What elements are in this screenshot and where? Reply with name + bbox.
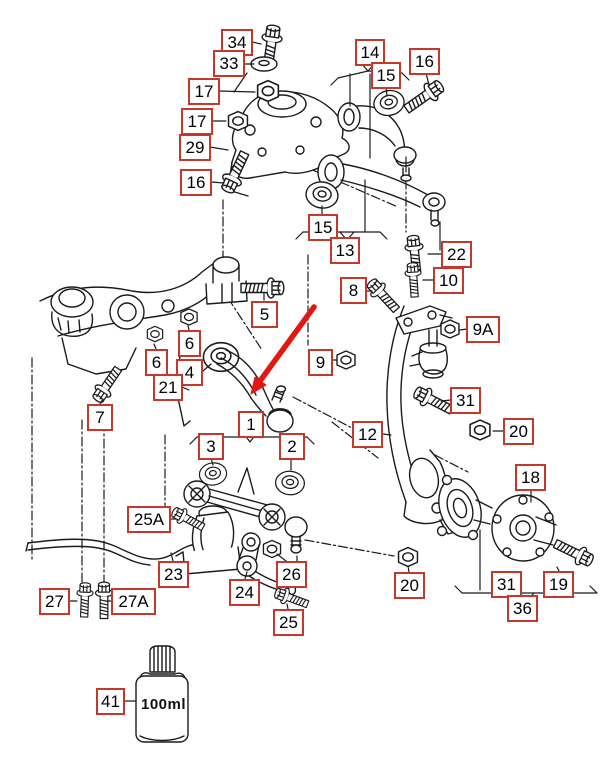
callout-9a[interactable]: 9A xyxy=(466,316,500,343)
part-subframe xyxy=(39,256,248,375)
callout-5[interactable]: 5 xyxy=(251,301,278,328)
callout-20b[interactable]: 20 xyxy=(394,572,425,599)
part-upper-arm-front xyxy=(337,102,417,182)
callout-10[interactable]: 10 xyxy=(433,267,464,294)
part-bolt-27a xyxy=(94,581,114,620)
callout-18[interactable]: 18 xyxy=(515,464,546,491)
part-bracket-29 xyxy=(227,90,350,197)
callout-29[interactable]: 29 xyxy=(179,134,211,161)
callout-36[interactable]: 36 xyxy=(507,595,538,622)
part-nut-6a xyxy=(180,308,198,326)
callout-4[interactable]: 4 xyxy=(176,359,203,386)
highlight-arrow xyxy=(250,304,317,395)
callout-1[interactable]: 1 xyxy=(238,411,264,438)
callout-8[interactable]: 8 xyxy=(340,277,367,304)
callout-26[interactable]: 26 xyxy=(276,561,307,588)
part-nut-17b xyxy=(227,110,249,132)
part-bolt-27 xyxy=(75,581,94,618)
part-bushing-2 xyxy=(274,469,306,497)
callout-31b[interactable]: 31 xyxy=(491,571,522,598)
part-bolt-5 xyxy=(240,277,285,299)
part-nut-9 xyxy=(336,350,356,370)
callout-24[interactable]: 24 xyxy=(229,579,260,606)
callout-31a[interactable]: 31 xyxy=(450,387,481,414)
part-hub-18 xyxy=(491,494,557,562)
part-wheel-bearing xyxy=(436,474,493,541)
part-bolt-7 xyxy=(88,362,127,407)
callout-12[interactable]: 12 xyxy=(352,421,383,448)
callout-25a[interactable]: 25A xyxy=(127,506,171,533)
part-nut-17a xyxy=(256,79,280,103)
callout-25[interactable]: 25 xyxy=(273,609,304,636)
callout-27[interactable]: 27 xyxy=(39,588,70,615)
part-lower-arm xyxy=(183,467,308,554)
callout-21[interactable]: 21 xyxy=(153,374,183,401)
callout-17a[interactable]: 17 xyxy=(188,78,220,105)
callout-16a[interactable]: 16 xyxy=(180,169,212,196)
callout-15b[interactable]: 15 xyxy=(308,214,338,241)
callout-33[interactable]: 33 xyxy=(213,50,245,77)
callout-7[interactable]: 7 xyxy=(87,404,113,431)
part-ball-joint xyxy=(409,329,448,379)
part-bottle-41 xyxy=(135,645,189,743)
callout-6a[interactable]: 6 xyxy=(178,330,201,357)
bottle-volume-label: 100ml xyxy=(141,696,187,713)
callout-17b[interactable]: 17 xyxy=(181,108,213,135)
part-nut-9a xyxy=(440,319,460,339)
callout-13[interactable]: 13 xyxy=(330,237,360,264)
callout-15a[interactable]: 15 xyxy=(371,62,401,89)
callout-2[interactable]: 2 xyxy=(279,433,305,460)
part-knuckle-12 xyxy=(386,305,463,535)
callout-3[interactable]: 3 xyxy=(198,433,224,460)
part-nut-20b xyxy=(397,546,419,568)
part-bolt-19 xyxy=(550,534,597,571)
part-bushing-15a xyxy=(370,87,408,119)
part-bolt-8 xyxy=(362,274,404,317)
callout-41[interactable]: 41 xyxy=(96,688,125,715)
callout-9[interactable]: 9 xyxy=(308,349,333,376)
callout-14[interactable]: 14 xyxy=(355,39,385,66)
part-bar-clamp xyxy=(175,505,242,575)
callout-20a[interactable]: 20 xyxy=(503,418,534,445)
callout-16b[interactable]: 16 xyxy=(409,48,440,75)
part-upper-arm-rear xyxy=(317,154,446,227)
part-link-24 xyxy=(236,532,261,577)
part-nut-20a xyxy=(469,419,491,441)
part-washer-33 xyxy=(250,56,278,72)
part-bolt-16b xyxy=(399,75,448,119)
callout-6b[interactable]: 6 xyxy=(145,349,168,376)
callout-27a[interactable]: 27A xyxy=(111,588,156,615)
callout-23[interactable]: 23 xyxy=(158,561,189,588)
callout-22[interactable]: 22 xyxy=(441,241,472,268)
part-nut-6b xyxy=(146,325,164,343)
callout-19[interactable]: 19 xyxy=(543,571,574,598)
